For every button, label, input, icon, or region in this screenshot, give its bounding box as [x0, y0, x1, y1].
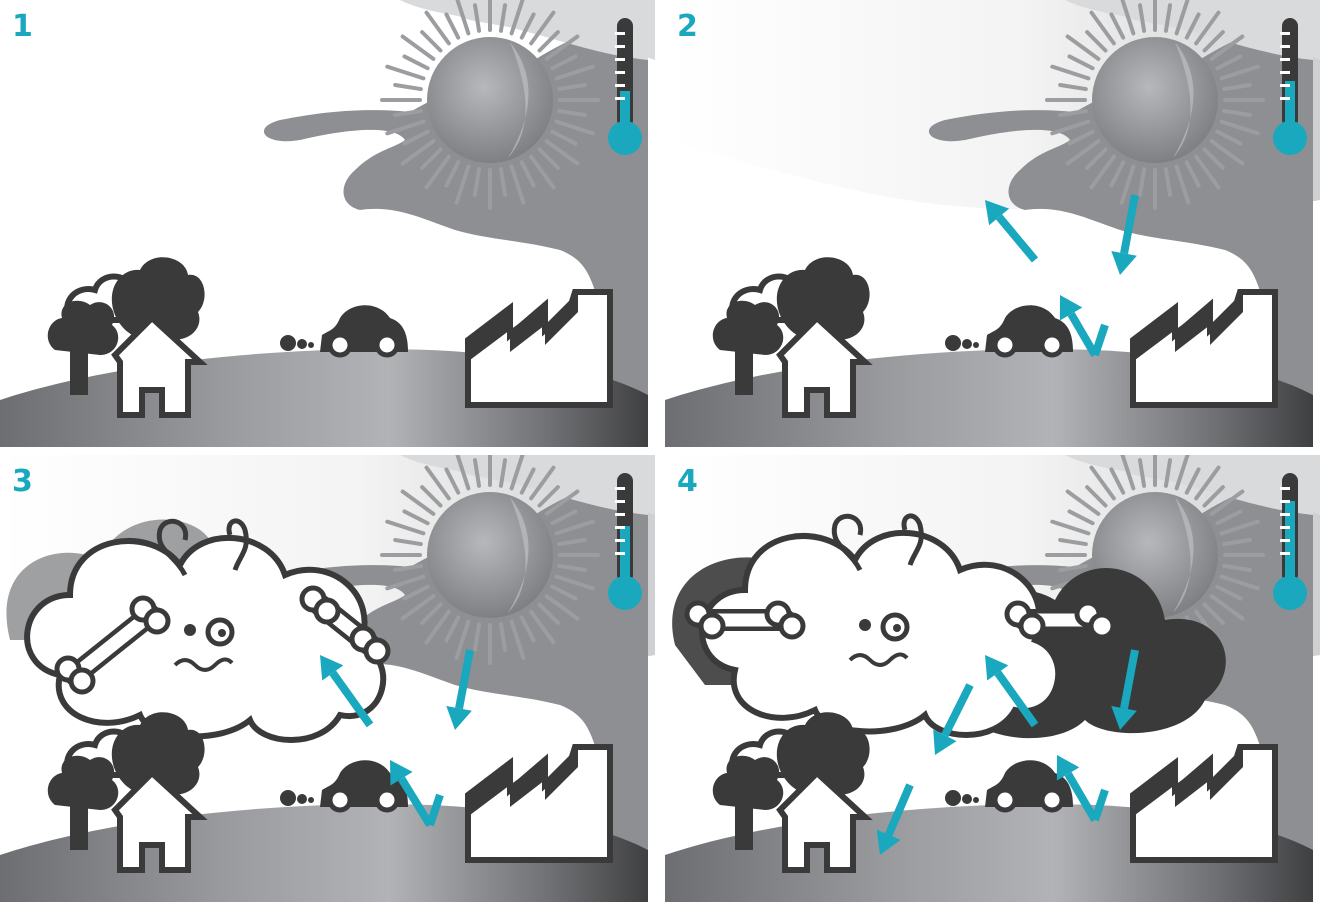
panel-number: 4 [677, 464, 698, 499]
panel-number: 2 [677, 9, 698, 44]
panel-4: 4 [643, 442, 1320, 902]
panel-number: 3 [12, 464, 33, 499]
panel-3: 3 [0, 442, 655, 902]
panel-number: 1 [12, 9, 33, 44]
panel-2: 2 [643, 0, 1320, 447]
panel-1: 1 [0, 0, 655, 447]
